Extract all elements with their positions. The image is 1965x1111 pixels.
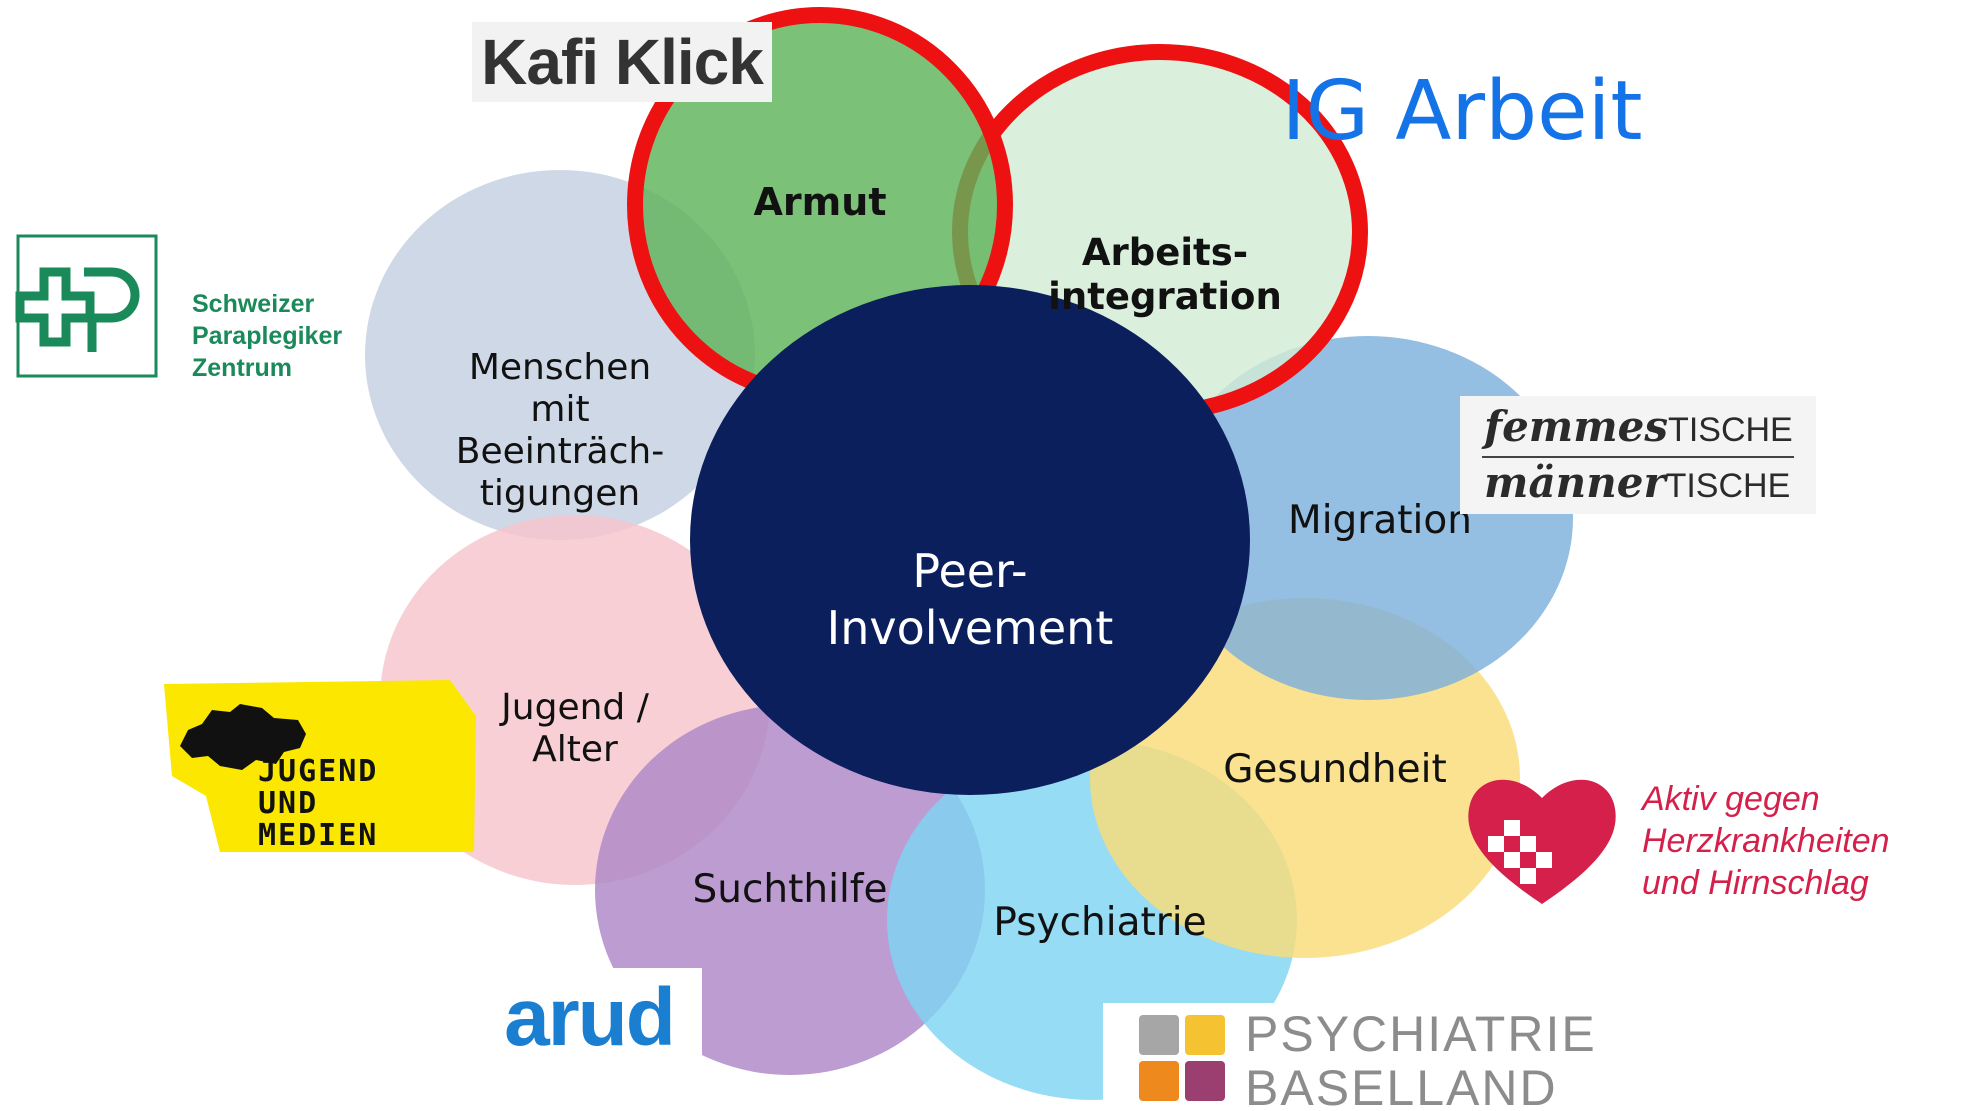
- herz-logo: Aktiv gegen Herzkrankheiten und Hirnschl…: [1452, 764, 1965, 914]
- femmes-divider: [1482, 456, 1794, 458]
- femmes-line: femmesTISCHE: [1484, 402, 1793, 451]
- psychiatrie-baselland-text: PSYCHIATRIE BASELLAND: [1245, 1006, 1597, 1111]
- kafi-klick-logo: Kafi Klick: [472, 22, 772, 102]
- petal-label-arbeitsintegration: Arbeits- integration: [1048, 231, 1282, 318]
- arud-logo: arud: [476, 968, 702, 1068]
- petal-label-migration: Migration: [1288, 498, 1472, 543]
- jugend-und-medien-logo: JUGEND UND MEDIEN: [150, 676, 476, 852]
- spz-text: Schweizer Paraplegiker Zentrum: [192, 290, 343, 382]
- maenner-line: männerTISCHE: [1484, 458, 1791, 507]
- switzerland-icon: [164, 680, 476, 852]
- spz-logo: Schweizer Paraplegiker Zentrum: [14, 232, 374, 382]
- squares-icon: [1139, 1015, 1225, 1101]
- herz-text: Aktiv gegen Herzkrankheiten und Hirnschl…: [1642, 780, 1890, 902]
- center-circle: [690, 285, 1250, 795]
- heart-cross-icon: [1468, 779, 1616, 904]
- psychiatrie-baselland-logo: PSYCHIATRIE BASELLAND: [1103, 1003, 1628, 1111]
- petal-label-psychiatrie: Psychiatrie: [993, 900, 1207, 945]
- petal-label-suchthilfe: Suchthilfe: [692, 867, 888, 912]
- petal-label-menschen: Menschen mit Beeinträch- tigungen: [455, 347, 665, 515]
- center-label: Peer- Involvement: [826, 543, 1114, 656]
- petal-label-armut: Armut: [753, 180, 887, 224]
- jugend-medien-text: JUGEND UND MEDIEN: [258, 754, 379, 853]
- petal-label-gesundheit: Gesundheit: [1223, 747, 1447, 792]
- petal-label-jugend-alter: Jugend / Alter: [501, 687, 649, 771]
- spz-cross-icon: [15, 234, 158, 378]
- ig-arbeit-logo: IG Arbeit: [1281, 64, 1643, 159]
- femmestische-logo: femmesTISCHE männerTISCHE: [1460, 396, 1816, 514]
